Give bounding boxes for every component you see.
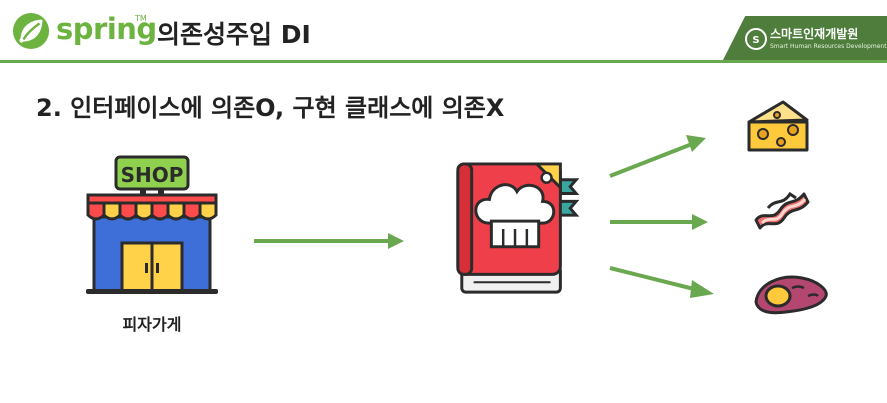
shop-label: 피자가게 <box>122 315 182 334</box>
sweet-potato-icon <box>754 275 828 315</box>
trademark-mark: TM <box>135 14 147 23</box>
arrow-book-to-bacon <box>610 214 708 230</box>
org-badge <box>722 16 887 62</box>
header: spring TM 의존성주입 DI S 스마트인재개발원 Smart Huma… <box>0 0 887 63</box>
bacon-icon <box>754 191 810 230</box>
spring-leaf-icon <box>12 12 50 50</box>
header-divider <box>0 60 887 63</box>
arrow-book-to-sweet-potato <box>609 266 714 298</box>
org-logo-icon: S <box>745 28 767 50</box>
spring-logo-text: spring <box>56 12 157 46</box>
cheese-icon <box>747 100 809 152</box>
slide-title: 2. 인터페이스에 의존O, 구현 클래스에 의존X <box>36 94 505 122</box>
arrow-book-to-cheese <box>609 135 706 178</box>
svg-text:S: S <box>752 35 759 46</box>
recipe-book-icon <box>456 162 580 294</box>
arrow-shop-to-book <box>254 233 404 249</box>
shop-sign-text: SHOP <box>121 163 184 187</box>
org-name: 스마트인재개발원 <box>770 27 859 41</box>
org-subtitle: Smart Human Resources Development <box>770 43 887 50</box>
shop-icon: SHOP <box>86 155 218 294</box>
page-title: 의존성주입 DI <box>157 20 311 49</box>
